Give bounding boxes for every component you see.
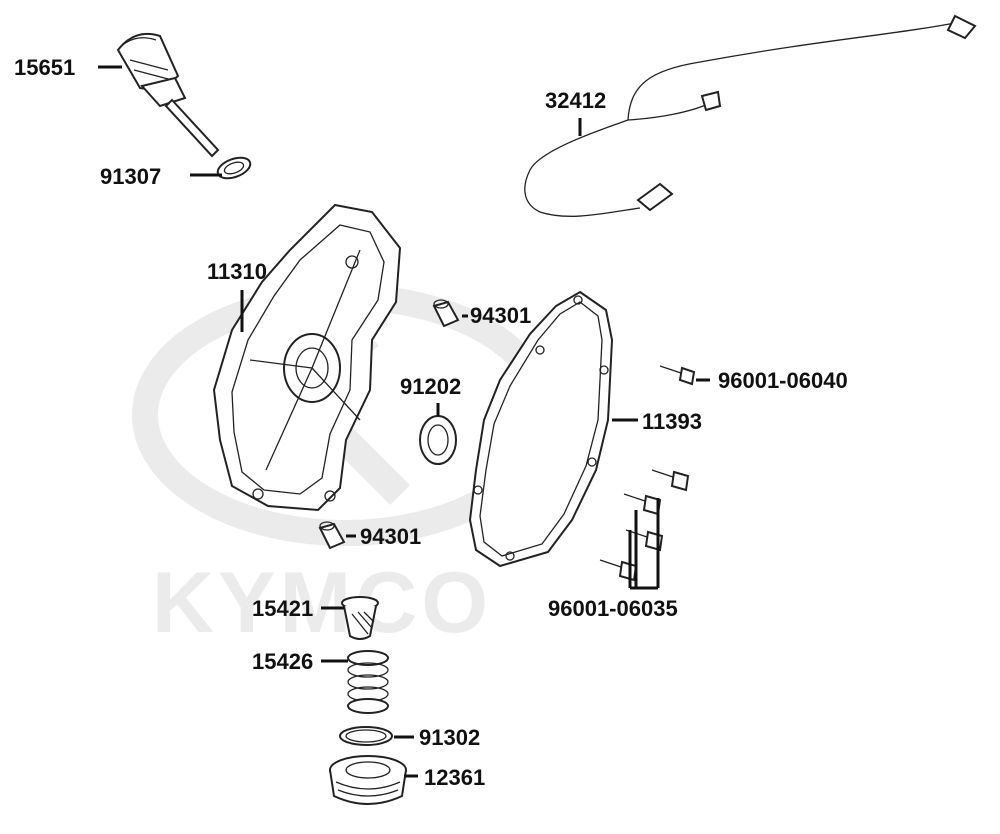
strainer-15421-part <box>341 596 379 640</box>
label-96001-06040: 96001-06040 <box>718 368 848 393</box>
oil-seal-91202-part <box>419 415 457 465</box>
label-32412: 32412 <box>545 88 606 113</box>
label-94301-bottom: 94301 <box>360 524 421 549</box>
spring-15426-part <box>347 650 389 714</box>
drain-cap-12361-part <box>329 755 407 805</box>
crankcase-cover-11310-part <box>212 203 402 512</box>
dowel-pin-top-part <box>432 299 460 328</box>
cable-32412-part <box>524 14 977 217</box>
o-ring-91302-part <box>339 726 393 746</box>
label-11393: 11393 <box>642 409 702 434</box>
gasket-11393-part <box>468 290 614 568</box>
label-91307: 91307 <box>100 164 161 189</box>
watermark-brand-text: KYMCO <box>152 555 492 651</box>
part-labels: 15651 91307 32412 11310 94301 96001-0604… <box>14 55 848 790</box>
label-15421: 15421 <box>252 596 313 621</box>
label-91302: 91302 <box>419 725 480 750</box>
label-96001-06035: 96001-06035 <box>548 596 678 621</box>
label-94301-top: 94301 <box>470 303 531 328</box>
bolts-96001-06035-part <box>599 469 690 582</box>
label-15426: 15426 <box>252 649 313 674</box>
bolt-96001-06040-part <box>659 365 696 386</box>
label-91202: 91202 <box>400 374 461 399</box>
o-ring-91307-part <box>216 156 252 180</box>
label-15651: 15651 <box>14 55 75 80</box>
dowel-pin-bottom-part <box>318 521 346 550</box>
label-12361: 12361 <box>424 765 485 790</box>
oil-dipstick-part <box>116 32 220 158</box>
label-11310: 11310 <box>207 259 267 284</box>
leader-lines <box>98 65 710 778</box>
